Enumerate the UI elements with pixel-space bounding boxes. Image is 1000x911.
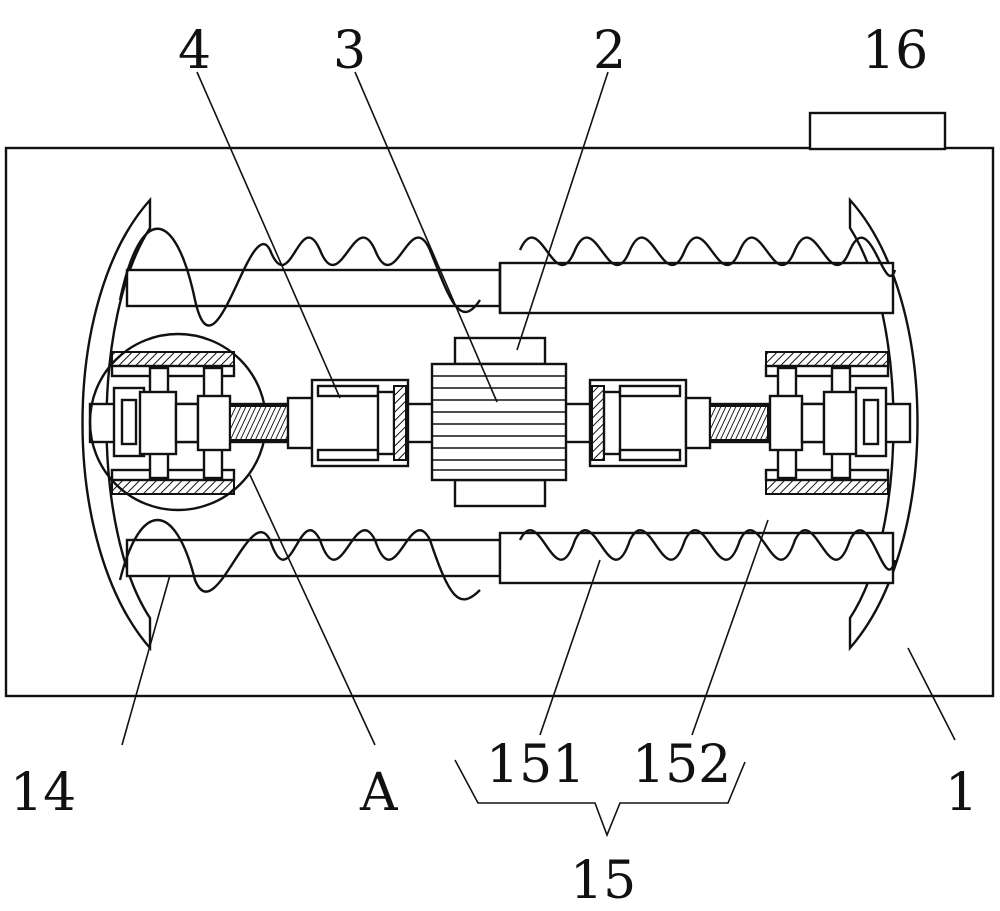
- right-clamp-mechanism: [764, 351, 890, 495]
- right-slider: [588, 378, 712, 468]
- label-15: 15: [570, 851, 636, 911]
- left-slider-4: [286, 378, 410, 468]
- label-152: 152: [632, 735, 731, 795]
- leader-lines: [121, 71, 956, 838]
- label-16: 16: [862, 21, 928, 81]
- label-1: 1: [945, 763, 978, 823]
- label-4: 4: [178, 21, 211, 81]
- center-motor-2-3: [430, 336, 568, 508]
- label-3: 3: [333, 21, 366, 81]
- housing-frame: [4, 146, 995, 698]
- upper-telescopic-rod: [125, 261, 895, 315]
- right-lead-screw: [709, 405, 769, 441]
- top-block-16: [808, 111, 947, 151]
- lower-spring-152: [118, 519, 897, 601]
- label-a: A: [359, 763, 399, 823]
- left-lead-screw: [229, 405, 289, 441]
- right-arc-shield: [848, 196, 919, 652]
- upper-spring: [118, 227, 897, 327]
- label-151: 151: [486, 735, 585, 795]
- lower-telescopic-rod-151: [125, 531, 895, 585]
- label-2: 2: [593, 21, 626, 81]
- left-clamp-mechanism: [110, 351, 236, 495]
- label-14: 14: [10, 763, 76, 823]
